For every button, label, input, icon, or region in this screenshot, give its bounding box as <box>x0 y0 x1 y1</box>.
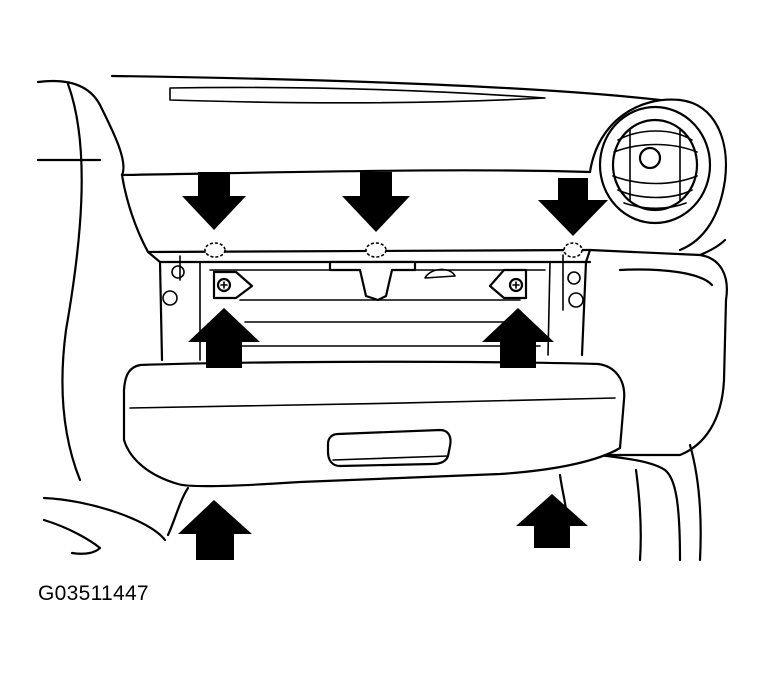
figure-id-label: G03511447 <box>38 582 149 605</box>
upper-right-fastener-arrow <box>538 178 608 236</box>
right-side-panel <box>588 238 728 562</box>
right-screw-arrow <box>482 308 554 368</box>
upper-center-fastener <box>365 242 387 258</box>
left-screw-arrow <box>188 308 260 368</box>
left-screw-bracket <box>212 270 254 300</box>
right-screw-bracket <box>488 268 528 300</box>
lower-left-clip-arrow <box>178 500 252 560</box>
glove-box-door <box>122 360 626 488</box>
left-interior-trim <box>42 82 167 555</box>
center-bracket <box>328 260 456 302</box>
lower-right-clip-arrow <box>516 494 588 548</box>
upper-right-fastener <box>563 242 583 258</box>
upper-center-fastener-arrow <box>342 172 410 232</box>
air-vent <box>588 98 727 252</box>
dashboard-upper-panel <box>36 74 662 254</box>
callout-arrows <box>178 172 608 560</box>
upper-left-fastener-arrow <box>182 172 246 230</box>
upper-left-fastener <box>204 242 226 258</box>
